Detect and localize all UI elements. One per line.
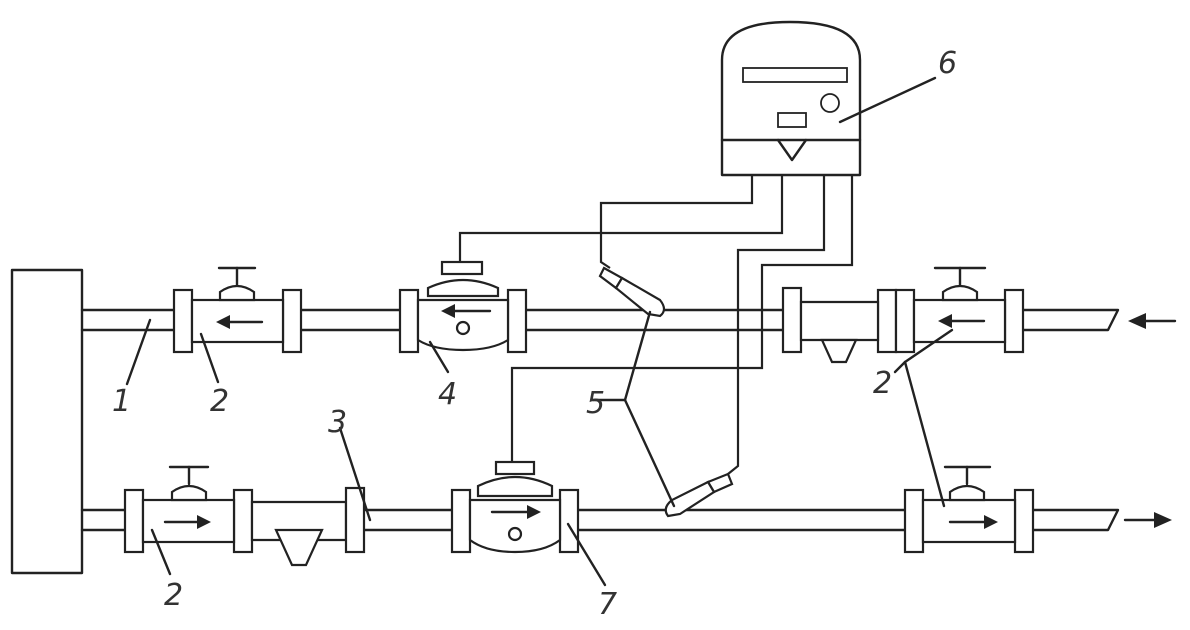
bottom-temperature-sensor <box>664 472 734 518</box>
top-left-shutoff-valve <box>172 266 303 354</box>
flow-arrow-icon <box>163 515 211 529</box>
heat-meter-4 <box>398 260 528 354</box>
top-right-shutoff-valve <box>894 266 1025 354</box>
callout-2-bottom-left: 2 <box>164 578 183 613</box>
inlet-arrow-icon <box>1128 313 1177 329</box>
top-temperature-sensor <box>598 266 666 318</box>
callout-6: 6 <box>938 46 957 81</box>
bottom-strainer <box>250 486 366 567</box>
signal-wiring <box>458 175 854 475</box>
top-right-strainer <box>781 286 898 364</box>
callout-3: 3 <box>328 405 347 440</box>
outlet-arrow-icon <box>1123 512 1172 528</box>
bottom-pipeline <box>80 508 1120 532</box>
callout-5: 5 <box>586 386 605 421</box>
controller-button <box>777 112 807 128</box>
flow-arrow-icon <box>441 304 492 318</box>
flow-meter-7 <box>450 460 580 554</box>
callout-7: 7 <box>598 587 617 622</box>
callout-1: 1 <box>112 384 131 419</box>
bottom-right-shutoff-valve <box>903 465 1035 554</box>
flow-arrow-icon <box>490 505 541 519</box>
bottom-left-shutoff-valve <box>123 465 254 554</box>
heat-source-block <box>10 268 84 575</box>
controller-knob <box>820 93 840 113</box>
top-pipeline <box>80 308 1120 332</box>
callout-4: 4 <box>438 377 457 412</box>
callout-2-top-left: 2 <box>210 384 229 419</box>
leader-lines <box>125 76 954 587</box>
flow-arrow-icon <box>938 314 986 328</box>
flow-arrow-icon <box>948 515 998 529</box>
flow-arrow-icon <box>216 315 264 329</box>
controller-display <box>742 67 848 83</box>
callout-2-top-right: 2 <box>873 366 892 401</box>
heat-calculator-controller <box>720 20 862 177</box>
